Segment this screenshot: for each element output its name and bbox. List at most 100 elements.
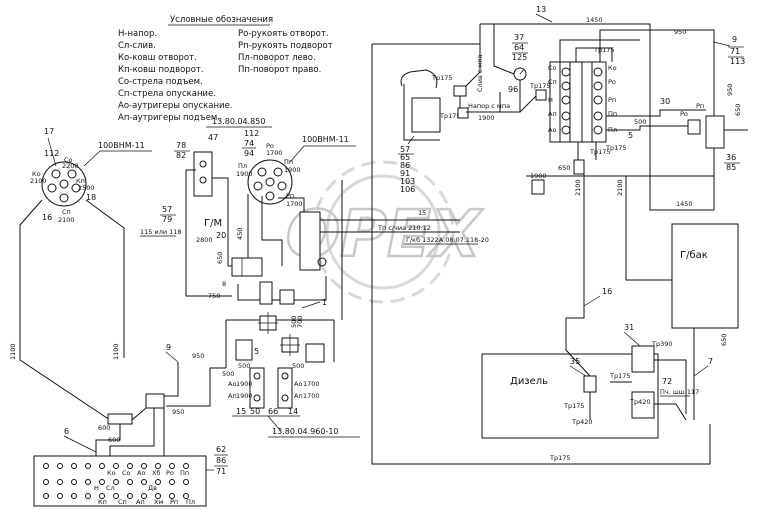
part-850-note: 115 или 118 [140, 228, 182, 236]
valve-left-pressure: 2100 [30, 177, 47, 185]
connector-ref: 86 [216, 456, 226, 465]
valve-mid-title: 100ВНМ-11 [302, 135, 349, 144]
part-850-num: 20 [216, 231, 226, 240]
connector-label: Хм [154, 498, 163, 506]
connector-label: Ко [107, 469, 116, 477]
bank-num: 650 [734, 104, 742, 116]
part-960-num: 500 [238, 362, 250, 370]
connector-label: Кп [98, 498, 107, 506]
diesel-ref: 35 [570, 357, 580, 366]
part-960-pressure: 1700 [303, 380, 320, 388]
part-960-num: 600 [98, 424, 110, 432]
part-960-title: 13.80.04.960-10 [272, 427, 339, 436]
valve-mid-ref: 94 [244, 149, 254, 158]
legend-item: Сп-стрела опускание. [118, 89, 216, 99]
part-960-ref: 50 [250, 407, 260, 416]
valve-mid-ref: 74 [244, 139, 254, 148]
part-960-num: 500 [290, 316, 298, 328]
valve-left-pressure: 2200 [62, 162, 79, 170]
bank-port: Ао [548, 126, 556, 134]
legend-item: Ро-рукоять отворот. [238, 29, 329, 39]
part-960-num: 500 [222, 370, 234, 378]
connector-label: Пп [180, 469, 189, 477]
bank-num: 650 [558, 164, 570, 172]
legend-item: Пп-поворот право. [238, 65, 321, 75]
legend-item: Сл-слив. [118, 41, 156, 51]
bank-num: 2100 [574, 179, 582, 196]
legend-item: Ао-аутригеры опускание. [118, 101, 233, 111]
bank-num: 950 [726, 84, 734, 96]
diesel-block: Дизель 35 Тр175 Тр420 16 31 Тр390 Тр175 … [481, 287, 713, 462]
line-label: 1100 [112, 343, 120, 360]
diesel-note: Пч. шш 117 [660, 388, 699, 396]
legend: Условные обозначения Н-напор. Сл-слив. К… [118, 15, 333, 123]
bank-ref: 5 [628, 131, 633, 140]
valve-mid: 100ВНМ-11 Пл Пп Ро Рп 1900 1900 1700 170… [236, 129, 356, 208]
tank-num: 650 [720, 334, 728, 346]
part-960-ref: 5 [254, 347, 259, 356]
connector-label: Дв [148, 484, 157, 492]
pump-label: Тр175 [431, 74, 453, 82]
part-960-ref: 14 [288, 407, 298, 416]
bank-num: 1900 [530, 172, 547, 180]
bank-ref: 13 [536, 5, 546, 14]
valve-left-port: Со [64, 156, 73, 164]
part-850-num: 650 [216, 252, 224, 264]
connector-block: Ко Со Ао Хб Ро Пп Н Сл Дв Кп Сп Ап Хм Рп… [33, 445, 228, 507]
connector-label: Сл [106, 484, 115, 492]
valve-mid-pressure: 1900 [284, 166, 301, 174]
valve-mid-pressure: 1700 [266, 149, 283, 157]
bank-port: Н [548, 96, 553, 104]
legend-title: Условные обозначения [170, 15, 273, 25]
bank-valve-port: Ро [680, 110, 688, 118]
part-960-port: Ап [228, 392, 237, 400]
pump-ref: 65 [400, 153, 410, 162]
valve-mid-port: Рп [286, 192, 294, 200]
connector-label: Пл [186, 498, 195, 506]
manifold: 1 [237, 196, 327, 309]
lower-left-lines: 9 950 950 600 600 6 [63, 343, 226, 462]
connector-ref: 62 [216, 445, 226, 454]
left-lines: 1100 1100 [9, 199, 125, 421]
bank-port: Ко [608, 64, 617, 72]
bank-ref: 36 [726, 153, 736, 162]
bank-port: Пп [608, 110, 617, 118]
valve-left-pressure: 2500 [78, 184, 95, 192]
connector-label: Сп [118, 498, 127, 506]
part-850-num: 2800 [196, 236, 213, 244]
connector-label: Н [94, 484, 99, 492]
part-850-num: 450 [236, 228, 244, 240]
manifold-ref: 1 [322, 298, 327, 307]
part-960-num: 950 [172, 408, 184, 416]
part-850-num: 8 [222, 280, 226, 288]
valve-mid-port: Пл [238, 162, 247, 170]
legend-item: Ап-аутригеры подъем. [118, 113, 220, 123]
pump-note: Тп с/чиа 210.12 [377, 224, 431, 232]
bank-ref: 64 [514, 43, 524, 52]
bank-num: 1450 [676, 200, 693, 208]
bank-port: Со [548, 64, 557, 72]
part-850-ref: 79 [162, 215, 172, 224]
part-960-ref: 66 [268, 407, 278, 416]
valve-mid-port: Пп [284, 158, 293, 166]
valve-mid-ref: 112 [244, 129, 259, 138]
connector-ref: 71 [216, 467, 226, 476]
part-960-ref: 15 [236, 407, 246, 416]
legend-item: Со-стрела подъем. [118, 77, 203, 87]
bank-tp: Тр175 [605, 144, 627, 152]
part-960-num: 600 [108, 436, 120, 444]
bank-ref: 125 [512, 53, 527, 62]
connector-label: Ро [166, 469, 174, 477]
part-850-ref: 82 [176, 151, 186, 160]
bank-tp: Тр175 [593, 46, 615, 54]
tank-label: Г/бак [680, 250, 708, 261]
part-960-num: 500 [292, 362, 304, 370]
part-960-port: Ап [294, 392, 303, 400]
connector-label: Ао [137, 469, 145, 477]
bank-port: Сп [548, 78, 557, 86]
diesel-tp: Тр420 [571, 418, 593, 426]
pump-ref: 57 [400, 145, 410, 154]
pump-ref: 86 [400, 161, 410, 170]
diesel-tp: Тр175 [563, 402, 585, 410]
valve-bank: 13 1450 37 64 125 Со Ко Сп Ро Н Рп Ап Пп… [480, 5, 748, 319]
